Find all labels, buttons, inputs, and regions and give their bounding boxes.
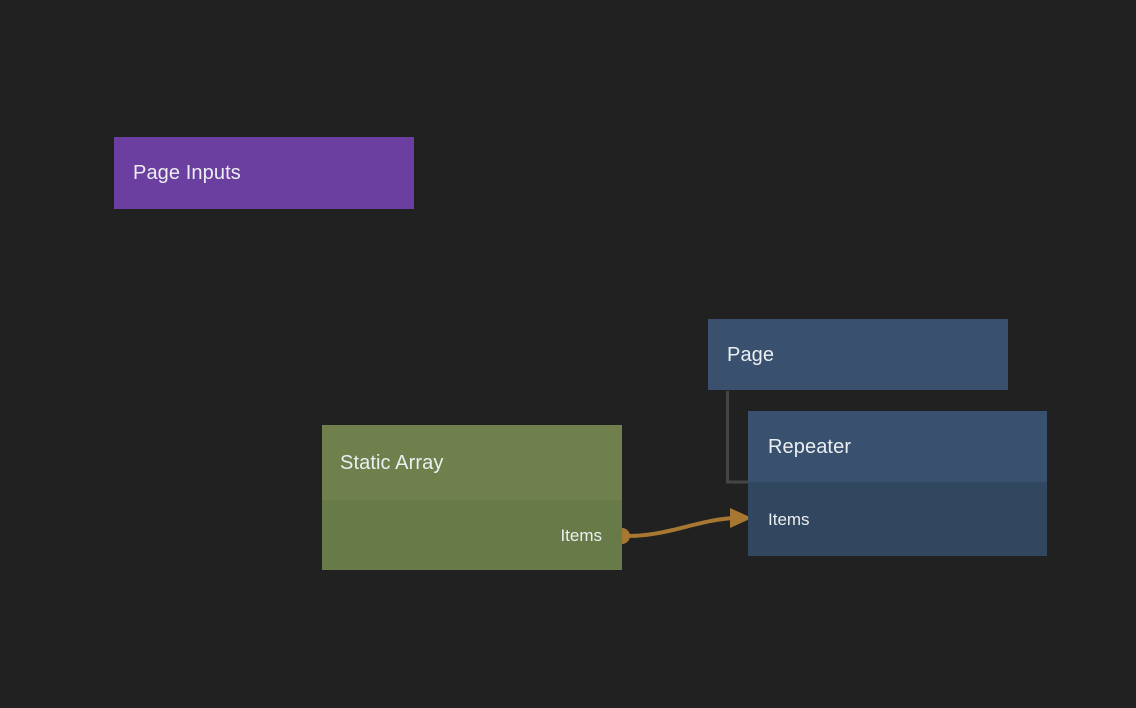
node-repeater-title: Repeater — [768, 435, 852, 458]
repeater-input-port-items-label: Items — [768, 509, 810, 529]
node-static-array-header[interactable]: Static Array — [322, 425, 622, 500]
data-edge-items-link — [626, 516, 738, 538]
node-static-array-title: Static Array — [340, 451, 444, 474]
node-repeater-body: Items — [748, 482, 1047, 556]
node-page-inputs-title: Page Inputs — [133, 162, 241, 184]
static-array-output-port-items-label: Items — [560, 525, 602, 545]
node-static-array-body: Items — [322, 500, 622, 570]
node-repeater[interactable]: Repeater Items — [748, 411, 1047, 556]
node-page-inputs[interactable]: Page Inputs — [114, 137, 414, 209]
node-page[interactable]: Page — [708, 319, 1008, 390]
node-static-array[interactable]: Static Array Items — [322, 425, 622, 570]
static-array-output-port-items[interactable]: Items — [322, 500, 622, 570]
node-page-title: Page — [727, 343, 775, 366]
repeater-input-port-items[interactable]: Items — [748, 482, 1047, 556]
hierarchy-edge-page-to-repeater — [726, 391, 749, 484]
node-page-inputs-header[interactable]: Page Inputs — [114, 137, 414, 209]
node-page-header[interactable]: Page — [708, 319, 1008, 390]
node-repeater-header[interactable]: Repeater — [748, 411, 1047, 482]
